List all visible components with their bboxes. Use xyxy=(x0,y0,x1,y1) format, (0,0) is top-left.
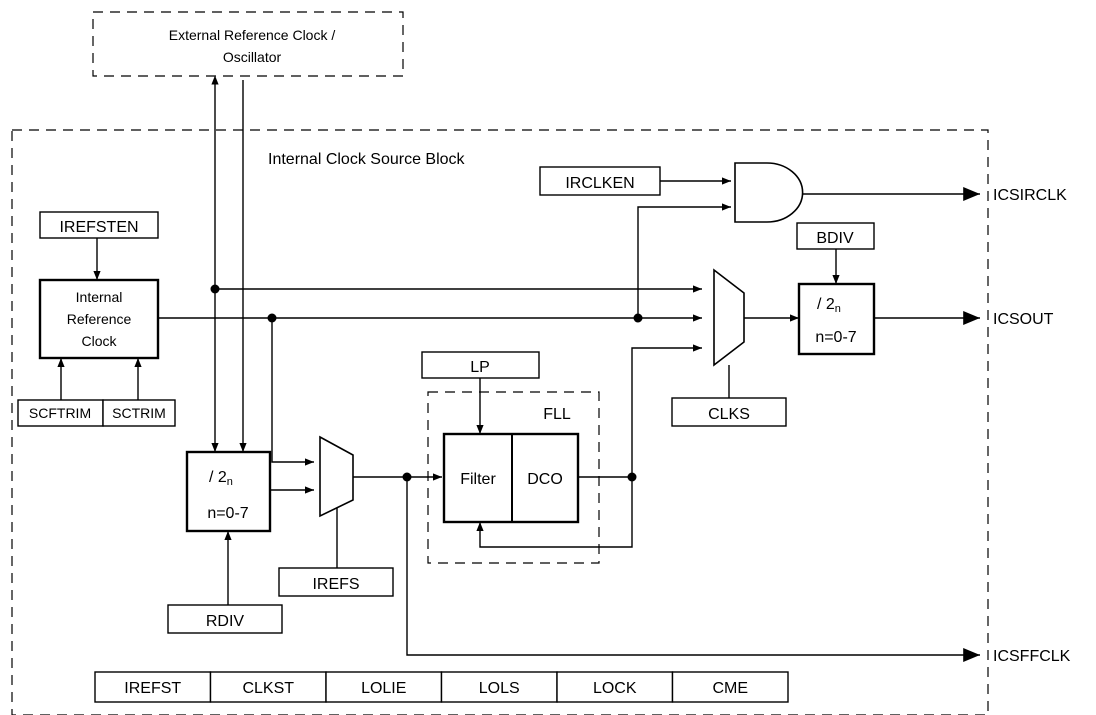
rdiv-box: RDIV xyxy=(167,604,283,634)
bdiv-box: BDIV xyxy=(796,222,875,250)
fll-dco-label: DCO xyxy=(527,471,563,488)
sctrim-label: SCTRIM xyxy=(112,405,166,421)
external-label-line2: Oscillator xyxy=(223,49,282,65)
svg-text:/ 2n: / 2n xyxy=(209,469,233,488)
fll-block: FLL Filter DCO xyxy=(427,391,600,564)
reference-divider-range: n=0-7 xyxy=(207,505,248,522)
status-bits-row: IREFST CLKST LOLIE LOLS LOCK CME xyxy=(94,671,789,703)
irc-line1: Internal xyxy=(76,289,123,305)
reference-divider-exp: n xyxy=(227,476,233,488)
output-divider-box: / 2n n=0-7 xyxy=(797,282,876,356)
clock-mux xyxy=(713,268,745,367)
status-bit-cell xyxy=(94,671,212,703)
irclken-label: IRCLKEN xyxy=(565,175,634,192)
reference-divider-prefix: / 2 xyxy=(209,469,227,486)
output-divider-prefix: / 2 xyxy=(817,296,835,313)
irc-line2: Reference xyxy=(67,311,132,327)
lp-box: LP xyxy=(421,351,540,379)
status-bit-label: LOLIE xyxy=(361,680,406,697)
rdiv-label: RDIV xyxy=(206,613,245,630)
bdiv-label: BDIV xyxy=(816,230,854,247)
internal-clock-source-block xyxy=(11,129,989,715)
irefs-label: IREFS xyxy=(312,576,359,593)
status-bit-label: IREFST xyxy=(124,680,181,697)
external-reference-clock: External Reference Clock / Oscillator xyxy=(92,11,404,77)
status-bit-cell xyxy=(671,671,789,703)
scftrim-label: SCFTRIM xyxy=(29,405,91,421)
irefsten-label: IREFSTEN xyxy=(59,219,138,236)
icsout-label: ICSOUT xyxy=(993,311,1054,328)
and-gate xyxy=(734,162,804,223)
irefs-box: IREFS xyxy=(278,567,394,597)
fll-filter-label: Filter xyxy=(460,471,496,488)
clks-box: CLKS xyxy=(671,397,787,427)
scftrim-box: SCFTRIM xyxy=(17,399,104,427)
status-bit-cell xyxy=(556,671,674,703)
svg-text:/ 2n: / 2n xyxy=(817,296,841,315)
status-bit-label: CME xyxy=(712,680,748,697)
icsirclk-label: ICSIRCLK xyxy=(993,187,1067,204)
reference-divider-box: / 2n n=0-7 xyxy=(185,450,272,533)
junction-dots xyxy=(210,284,643,482)
block-title: Internal Clock Source Block xyxy=(268,151,466,168)
reference-mux xyxy=(319,435,354,518)
status-bit-cell xyxy=(209,671,327,703)
clks-label: CLKS xyxy=(708,406,750,423)
sctrim-box: SCTRIM xyxy=(102,399,176,427)
status-bit-label: LOCK xyxy=(593,680,637,697)
external-label-line1: External Reference Clock / xyxy=(169,27,336,43)
wires xyxy=(57,75,980,662)
status-bit-label: LOLS xyxy=(479,680,520,697)
icsffclk-label: ICSFFCLK xyxy=(993,648,1071,665)
status-bit-cell xyxy=(325,671,443,703)
lp-label: LP xyxy=(470,359,490,376)
internal-reference-clock-box: Internal Reference Clock xyxy=(38,278,160,360)
irclken-box: IRCLKEN xyxy=(539,166,661,196)
status-bit-label: CLKST xyxy=(242,680,294,697)
output-divider-exp: n xyxy=(835,303,841,315)
irc-line3: Clock xyxy=(81,333,117,349)
irefsten-box: IREFSTEN xyxy=(39,211,159,239)
output-divider-range: n=0-7 xyxy=(815,329,856,346)
fll-title: FLL xyxy=(543,406,571,423)
